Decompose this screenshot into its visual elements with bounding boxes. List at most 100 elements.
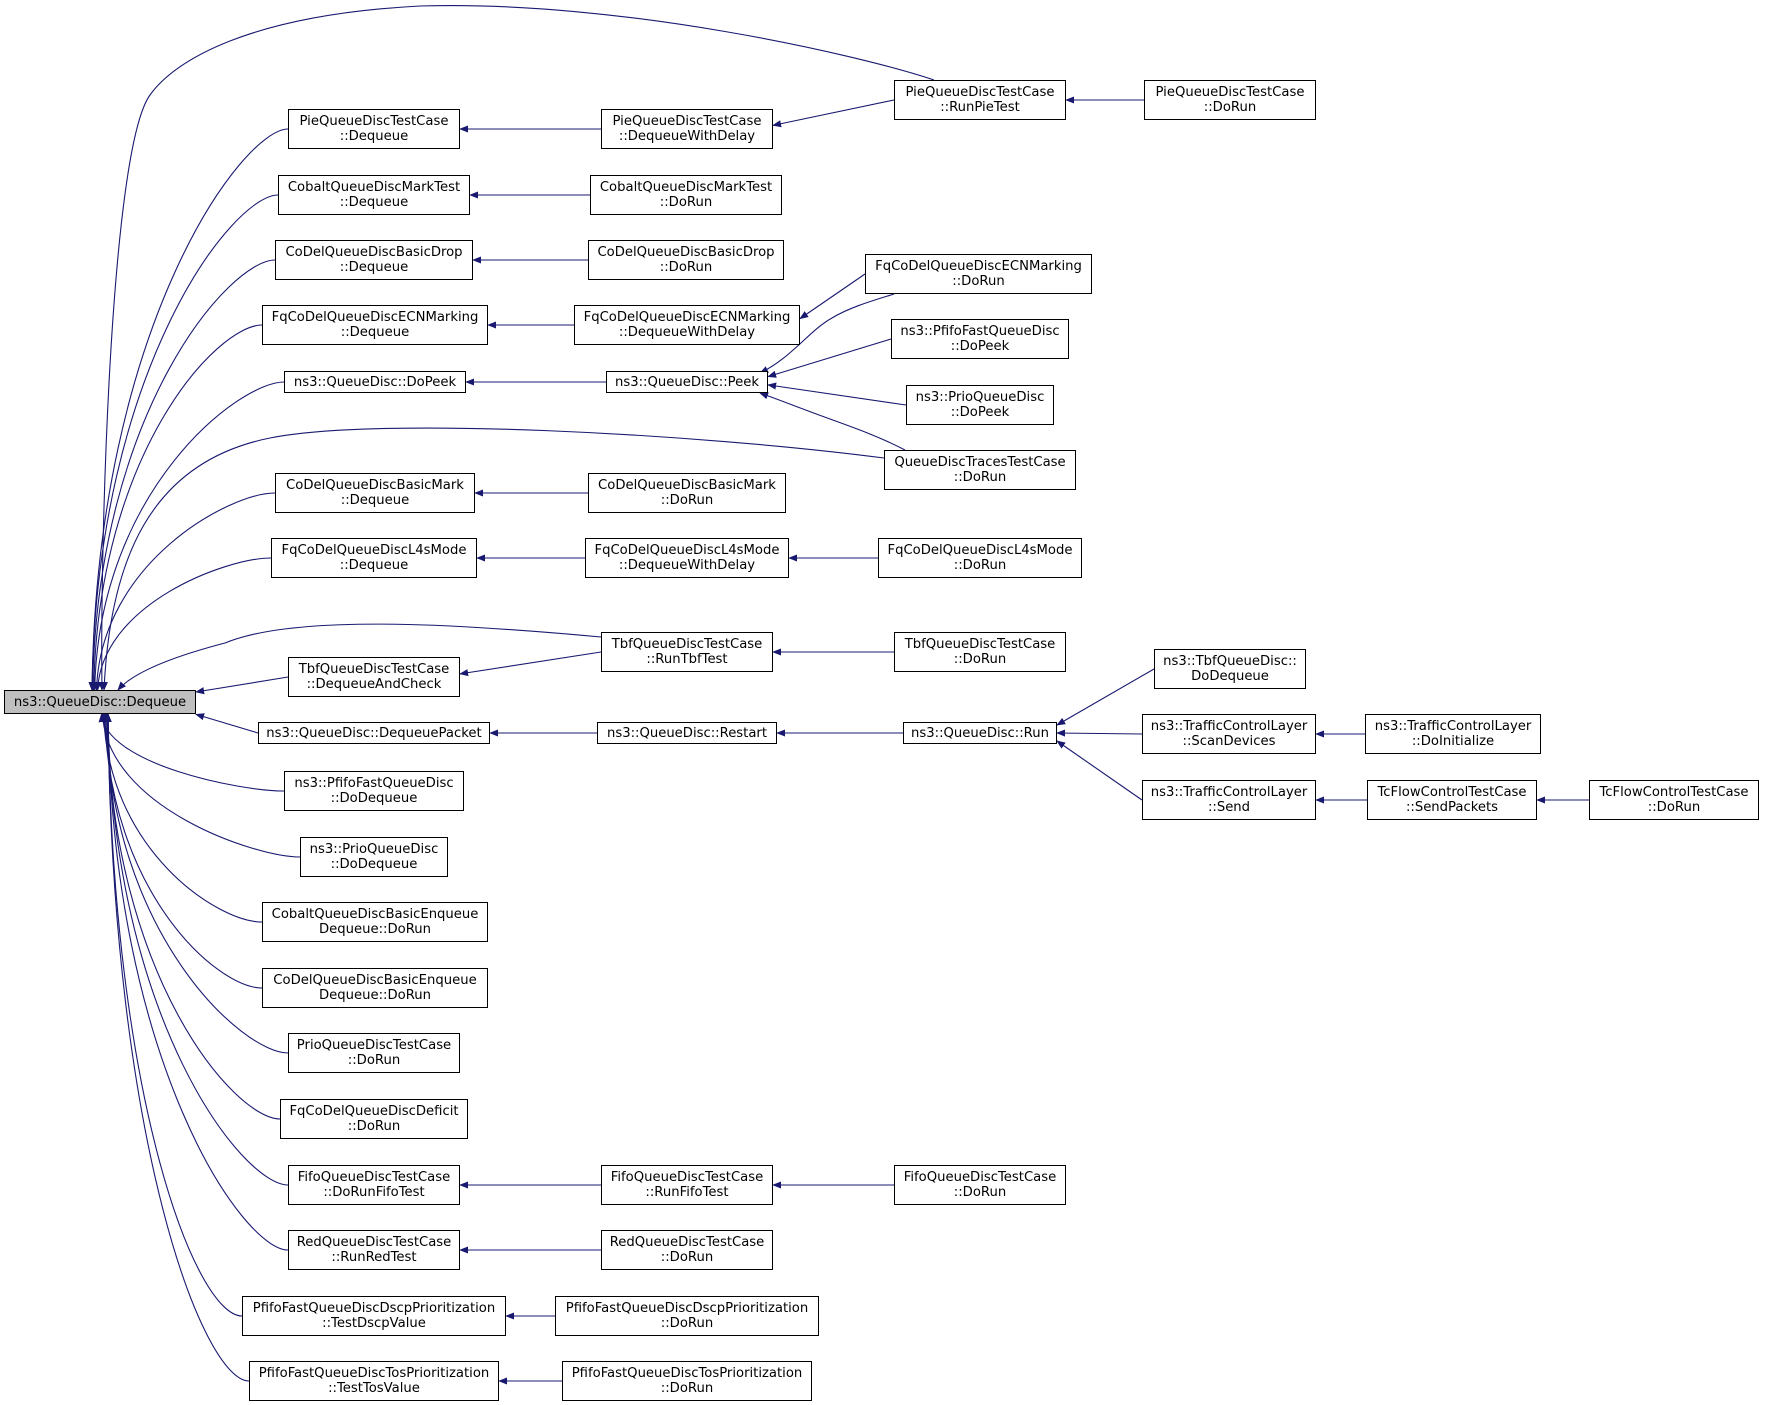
edge-cob_enq-to-root xyxy=(100,713,263,923)
node-pie-dwd[interactable]: PieQueueDiscTestCase::DequeueWithDelay xyxy=(601,109,773,149)
edge-tcl_send-to-qrun xyxy=(1056,740,1143,801)
edge-prio_dopeek-to-peek xyxy=(767,382,907,406)
node-prio-dopeek[interactable]: ns3::PrioQueueDisc::DoPeek xyxy=(906,385,1054,425)
node-pie-run[interactable]: PieQueueDiscTestCase::RunPieTest xyxy=(894,80,1066,120)
node-fq-def-run[interactable]: FqCoDelQueueDiscDeficit::DoRun xyxy=(280,1099,468,1139)
node-label-line: ::DoRun xyxy=(1203,100,1257,115)
node-prio-tc-run[interactable]: PrioQueueDiscTestCase::DoRun xyxy=(288,1033,460,1073)
node-label-line: ns3::TrafficControlLayer xyxy=(1374,719,1532,734)
node-cob-mark-run[interactable]: CobaltQueueDiscMarkTest::DoRun xyxy=(590,175,782,215)
node-tos-test[interactable]: PfifoFastQueueDiscTosPrioritization::Tes… xyxy=(249,1361,499,1401)
node-label-line: ns3::QueueDisc::Restart xyxy=(606,725,768,741)
node-label-line: Dequeue::DoRun xyxy=(319,922,431,937)
node-label-line: ns3::TrafficControlLayer xyxy=(1150,719,1308,734)
edge-pfifo_dopeek-to-peek xyxy=(767,338,892,378)
edge-cob_mark_deq-to-root xyxy=(88,194,279,691)
node-tos-run[interactable]: PfifoFastQueueDiscTosPrioritization::DoR… xyxy=(562,1361,812,1401)
node-label-line: TbfQueueDiscTestCase xyxy=(611,637,763,652)
edge-tbf_dac-to-root xyxy=(195,676,289,695)
node-fq-ecn-run[interactable]: FqCoDelQueueDiscECNMarking::DoRun xyxy=(865,254,1092,294)
node-tbf-dac[interactable]: TbfQueueDiscTestCase::DequeueAndCheck xyxy=(288,657,460,697)
node-label-line: ::DoRun xyxy=(953,470,1007,485)
node-tbf-run[interactable]: TbfQueueDiscTestCase::RunTbfTest xyxy=(601,632,773,672)
node-tc-send[interactable]: TcFlowControlTestCase::SendPackets xyxy=(1367,780,1537,820)
node-red-rrt[interactable]: RedQueueDiscTestCase::RunRedTest xyxy=(288,1230,460,1270)
node-fq-l4s-deq[interactable]: FqCoDelQueueDiscL4sMode::Dequeue xyxy=(271,538,477,578)
node-cod-drop-run[interactable]: CoDelQueueDiscBasicDrop::DoRun xyxy=(588,240,784,280)
node-label-line: ::DoRunFifoTest xyxy=(323,1185,425,1200)
node-label-line: ns3::QueueDisc::Run xyxy=(911,725,1049,741)
node-tcl-init[interactable]: ns3::TrafficControlLayer::DoInitialize xyxy=(1365,714,1541,754)
node-label-line: PieQueueDiscTestCase xyxy=(612,114,762,129)
node-fq-ecn-deq[interactable]: FqCoDelQueueDiscECNMarking::Dequeue xyxy=(262,305,488,345)
node-tbf-dodeq[interactable]: ns3::TbfQueueDisc::DoDequeue xyxy=(1154,649,1306,689)
node-label-line: PrioQueueDiscTestCase xyxy=(296,1038,452,1053)
node-label-line: CobaltQueueDiscMarkTest xyxy=(599,180,773,195)
node-label-line: FqCoDelQueueDiscECNMarking xyxy=(875,259,1082,274)
node-fq-ecn-dwd[interactable]: FqCoDelQueueDiscECNMarking::DequeueWithD… xyxy=(574,305,800,345)
node-label-line: DoDequeue xyxy=(1191,669,1269,684)
node-prio-dodeq[interactable]: ns3::PrioQueueDisc::DoDequeue xyxy=(300,837,448,877)
edge-fq_ecn_run-to-fq_ecn_dwd xyxy=(799,273,866,320)
node-pie-dorun[interactable]: PieQueueDiscTestCase::DoRun xyxy=(1144,80,1316,120)
node-peek[interactable]: ns3::QueueDisc::Peek xyxy=(606,371,768,393)
node-label-line: RedQueueDiscTestCase xyxy=(296,1235,452,1250)
node-label-line: ::DoDequeue xyxy=(330,857,418,872)
node-qrun[interactable]: ns3::QueueDisc::Run xyxy=(903,722,1057,744)
node-label-line: CoDelQueueDiscBasicDrop xyxy=(597,245,775,260)
node-label-line: CoDelQueueDiscBasicMark xyxy=(598,478,776,493)
node-label-line: ns3::PfifoFastQueueDisc xyxy=(900,324,1060,339)
node-deqpkt[interactable]: ns3::QueueDisc::DequeuePacket xyxy=(258,722,490,744)
node-dopeek[interactable]: ns3::QueueDisc::DoPeek xyxy=(284,371,466,393)
node-fq-l4s-run[interactable]: FqCoDelQueueDiscL4sMode::DoRun xyxy=(878,538,1082,578)
edge-fifo_drft-to-root xyxy=(104,713,289,1186)
edge-tbf_dodeq-to-qrun xyxy=(1056,668,1155,726)
node-label-line: ::Dequeue xyxy=(339,195,409,210)
node-pie-deq[interactable]: PieQueueDiscTestCase::Dequeue xyxy=(288,109,460,149)
edge-tbf_run-to-root xyxy=(117,623,602,691)
node-label-line: ::DoRun xyxy=(953,652,1007,667)
node-label-line: ::ScanDevices xyxy=(1182,734,1276,749)
node-root[interactable]: ns3::QueueDisc::Dequeue xyxy=(4,690,196,714)
node-fifo-drft[interactable]: FifoQueueDiscTestCase::DoRunFifoTest xyxy=(288,1165,460,1205)
node-dscp-test[interactable]: PfifoFastQueueDiscDscpPrioritization::Te… xyxy=(242,1296,506,1336)
node-label-line: ::DoRun xyxy=(660,493,714,508)
node-label-line: ::DoRun xyxy=(952,274,1005,289)
node-pfifo-dopeek[interactable]: ns3::PfifoFastQueueDisc::DoPeek xyxy=(891,319,1069,359)
node-tbf-dorun[interactable]: TbfQueueDiscTestCase::DoRun xyxy=(894,632,1066,672)
node-cod-drop-deq[interactable]: CoDelQueueDiscBasicDrop::Dequeue xyxy=(275,240,473,280)
node-label-line: ::DequeueWithDelay xyxy=(618,129,756,144)
node-red-run[interactable]: RedQueueDiscTestCase::DoRun xyxy=(601,1230,773,1270)
node-cod-mark-run[interactable]: CoDelQueueDiscBasicMark::DoRun xyxy=(588,473,786,513)
node-label-line: CoDelQueueDiscBasicMark xyxy=(286,478,464,493)
node-tc-run[interactable]: TcFlowControlTestCase::DoRun xyxy=(1589,780,1759,820)
edge-prio_tc_run-to-root xyxy=(102,713,289,1054)
edge-pie_run-to-root xyxy=(98,5,935,691)
node-fifo-run[interactable]: FifoQueueDiscTestCase::DoRun xyxy=(894,1165,1066,1205)
node-fifo-rft[interactable]: FifoQueueDiscTestCase::RunFifoTest xyxy=(601,1165,773,1205)
node-tcl-send[interactable]: ns3::TrafficControlLayer::Send xyxy=(1142,780,1316,820)
node-traces-run[interactable]: QueueDiscTracesTestCase::DoRun xyxy=(884,450,1076,490)
node-label-line: ns3::QueueDisc::Peek xyxy=(615,374,759,390)
node-label-line: ::DoRun xyxy=(660,1250,714,1265)
node-pfifo-dodeq[interactable]: ns3::PfifoFastQueueDisc::DoDequeue xyxy=(284,771,464,811)
node-dscp-run[interactable]: PfifoFastQueueDiscDscpPrioritization::Do… xyxy=(555,1296,819,1336)
node-label-line: TcFlowControlTestCase xyxy=(1377,785,1527,800)
node-cob-mark-deq[interactable]: CobaltQueueDiscMarkTest::Dequeue xyxy=(278,175,470,215)
node-label-line: ::DoRun xyxy=(660,1381,714,1396)
node-label-line: ns3::QueueDisc::DoPeek xyxy=(293,374,457,390)
node-cod-mark-deq[interactable]: CoDelQueueDiscBasicMark::Dequeue xyxy=(275,473,475,513)
node-tcl-scan[interactable]: ns3::TrafficControlLayer::ScanDevices xyxy=(1142,714,1316,754)
node-label-line: FqCoDelQueueDiscL4sMode xyxy=(594,543,780,558)
node-label-line: TbfQueueDiscTestCase xyxy=(904,637,1056,652)
node-restart[interactable]: ns3::QueueDisc::Restart xyxy=(597,722,777,744)
node-label-line: ::RunRedTest xyxy=(331,1250,417,1265)
edge-dopeek-to-root xyxy=(91,381,285,691)
node-label-line: ::DoPeek xyxy=(950,339,1010,354)
node-fq-l4s-dwd[interactable]: FqCoDelQueueDiscL4sMode::DequeueWithDela… xyxy=(585,538,789,578)
node-label-line: ::SendPackets xyxy=(1405,800,1499,815)
